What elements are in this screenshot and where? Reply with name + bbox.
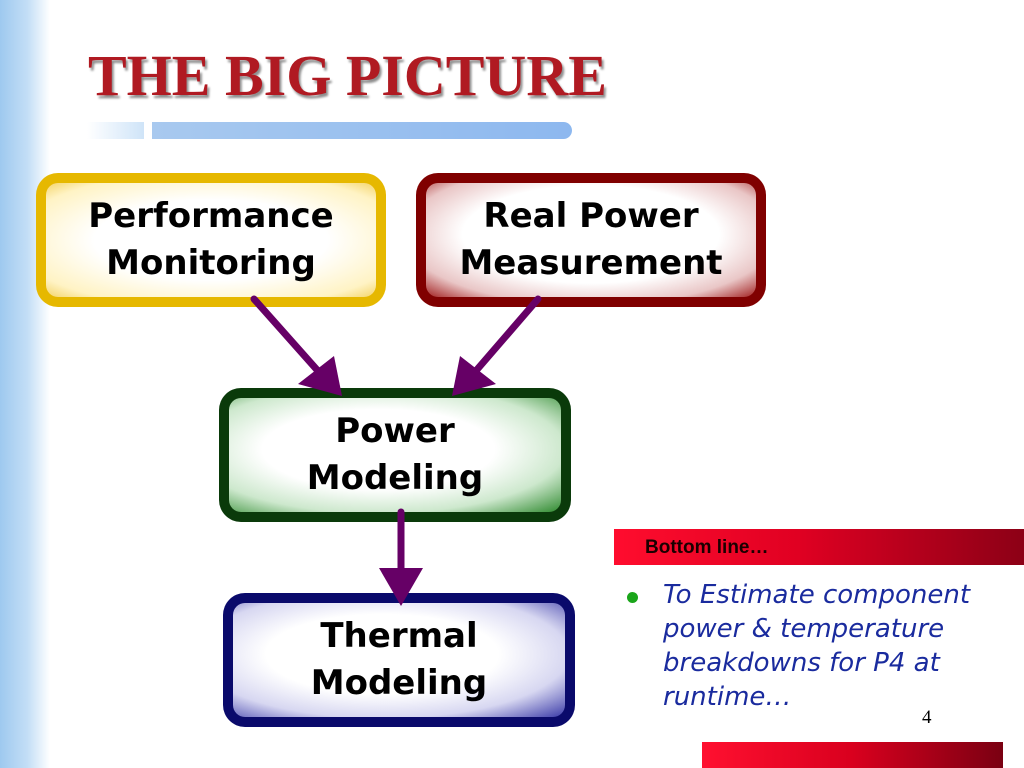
bottom-accent-bar (702, 742, 1003, 768)
node-thermal-modeling-label: Thermal Modeling (233, 603, 565, 717)
arrow-performance-to-power (250, 295, 342, 396)
title-underline-short (87, 122, 144, 139)
node-performance-monitoring: Performance Monitoring (36, 173, 386, 307)
node-power-modeling: Power Modeling (219, 388, 571, 522)
left-gradient-stripe (0, 0, 50, 768)
node-thermal-modeling: Thermal Modeling (223, 593, 575, 727)
bullet-text: To Estimate component power & temperatur… (663, 580, 971, 712)
bullet-dot-icon (627, 592, 638, 603)
bottom-line-label: Bottom line… (645, 537, 769, 558)
bottom-line-banner (614, 529, 1024, 565)
arrow-real-power-to-power (452, 295, 542, 396)
node-power-modeling-label: Power Modeling (229, 398, 561, 512)
node-real-power-measurement: Real Power Measurement (416, 173, 766, 307)
arrow-power-to-thermal (379, 508, 423, 606)
title-underline-long (152, 122, 572, 139)
node-performance-monitoring-label: Performance Monitoring (46, 183, 376, 297)
node-real-power-measurement-label: Real Power Measurement (426, 183, 756, 297)
page-number: 4 (922, 707, 932, 728)
slide-title: THE BIG PICTURE (88, 43, 607, 108)
